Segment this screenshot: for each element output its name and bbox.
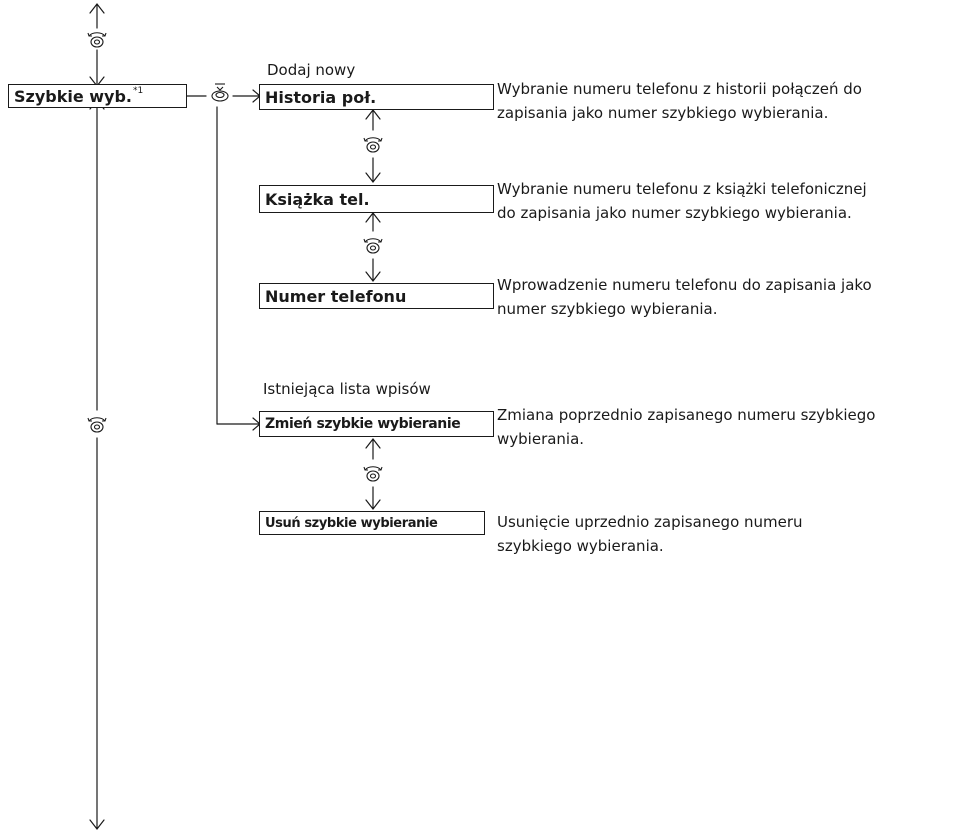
description-line: wybierania. bbox=[497, 430, 585, 448]
rotate-knob-icon-main bbox=[87, 417, 107, 433]
up-arrowhead-top bbox=[89, 3, 105, 14]
rotate-knob-icon-1 bbox=[363, 137, 383, 153]
description-line: zapisania jako numer szybkiego wybierani… bbox=[497, 104, 829, 122]
option-zmien-szybkie-wybieranie[interactable]: Zmień szybkie wybieranie bbox=[259, 411, 494, 437]
description-historia-pol: Wybranie numeru telefonu z historii połą… bbox=[497, 77, 862, 125]
rotate-knob-icon-top bbox=[87, 32, 107, 48]
down-arrowhead-bottom bbox=[89, 819, 105, 830]
description-line: Usunięcie uprzednio zapisanego numeru bbox=[497, 513, 803, 531]
option-label: Historia poł. bbox=[265, 87, 377, 107]
description-ksiazka-tel: Wybranie numeru telefonu z książki telef… bbox=[497, 177, 867, 225]
option-historia-pol[interactable]: Historia poł. bbox=[259, 84, 494, 110]
rotate-knob-icon-3 bbox=[363, 466, 383, 482]
option-numer-telefonu[interactable]: Numer telefonu bbox=[259, 283, 494, 309]
option-usun-szybkie-wybieranie[interactable]: Usuń szybkie wybieranie bbox=[259, 511, 485, 535]
option-label: Książka tel. bbox=[265, 189, 370, 209]
description-line: do zapisania jako numer szybkiego wybier… bbox=[497, 204, 852, 222]
option-ksiazka-tel[interactable]: Książka tel. bbox=[259, 185, 494, 213]
group-label-existing: Istniejąca lista wpisów bbox=[263, 380, 431, 398]
menu-item-szybkie-wyb[interactable]: Szybkie wyb.*1 bbox=[8, 84, 187, 108]
description-line: szybkiego wybierania. bbox=[497, 537, 664, 555]
description-zmien-szybkie-wybieranie: Zmiana poprzednio zapisanego numeru szyb… bbox=[497, 403, 875, 451]
description-line: numer szybkiego wybierania. bbox=[497, 300, 718, 318]
description-line: Wybranie numeru telefonu z historii połą… bbox=[497, 80, 862, 98]
description-usun-szybkie-wybieranie: Usunięcie uprzednio zapisanego numeru sz… bbox=[497, 510, 803, 558]
option-label: Numer telefonu bbox=[265, 286, 407, 306]
description-line: Zmiana poprzednio zapisanego numeru szyb… bbox=[497, 406, 876, 424]
group-label-add-new: Dodaj nowy bbox=[267, 61, 356, 79]
footnote-marker: *1 bbox=[133, 86, 144, 96]
rotate-knob-icon-2 bbox=[363, 238, 383, 254]
option-label: Usuń szybkie wybieranie bbox=[265, 515, 438, 531]
description-numer-telefonu: Wprowadzenie numeru telefonu do zapisani… bbox=[497, 273, 872, 321]
press-knob-icon bbox=[211, 83, 229, 102]
option-label: Zmień szybkie wybieranie bbox=[265, 416, 461, 432]
menu-item-label: Szybkie wyb. bbox=[14, 86, 133, 106]
description-line: Wybranie numeru telefonu z książki telef… bbox=[497, 180, 867, 198]
description-line: Wprowadzenie numeru telefonu do zapisani… bbox=[497, 276, 872, 294]
